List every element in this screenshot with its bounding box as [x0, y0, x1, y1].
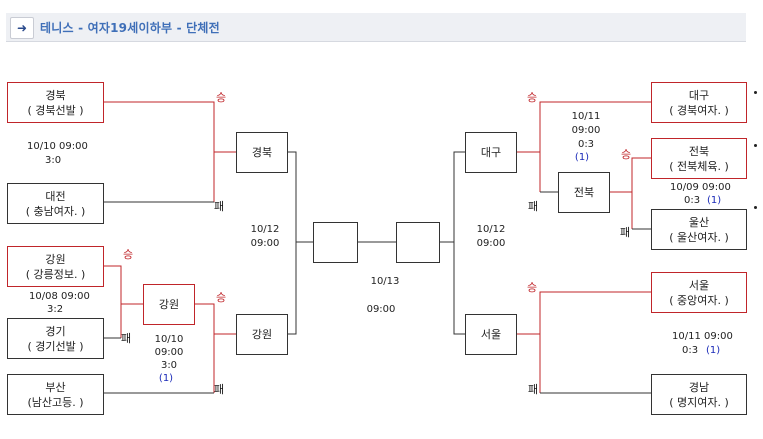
- match-score: 0:3: [577, 139, 595, 150]
- round-team-name: 서울: [480, 328, 502, 341]
- round-box-jeonbuk[interactable]: 전북: [558, 172, 610, 213]
- team-box-seoul[interactable]: 서울 ( 중앙여자. ): [651, 272, 747, 313]
- team-school: ( 충남여자. ): [25, 204, 86, 218]
- semi-box-right-top[interactable]: 대구: [465, 132, 517, 173]
- team-box-gangwon[interactable]: 강원 ( 강릉정보. ): [7, 246, 104, 287]
- team-name: 경남: [688, 380, 710, 394]
- lose-marker: 패: [620, 226, 631, 239]
- match-date: 10/12: [476, 224, 506, 235]
- match-score: 3:0: [160, 360, 178, 371]
- team-school: ( 중앙여자. ): [669, 293, 729, 307]
- round-team-name: 대구: [480, 146, 502, 159]
- match-score: 3:0: [45, 155, 62, 166]
- match-date: 10/13: [370, 276, 400, 287]
- team-box-gyeonggi[interactable]: 경기 ( 경기선발 ): [7, 318, 104, 359]
- bullet-dot-icon: [754, 206, 757, 209]
- team-school: ( 경기선발 ): [27, 339, 84, 353]
- team-name: 울산: [688, 215, 710, 229]
- lose-marker: 패: [121, 332, 132, 345]
- lose-marker: 패: [528, 200, 539, 213]
- match-date: 10/09 09:00: [670, 182, 731, 193]
- round-team-name: 경북: [251, 146, 273, 159]
- semi-box-right-bottom[interactable]: 서울: [465, 314, 517, 355]
- match-count: (1): [706, 345, 721, 356]
- win-marker: 승: [123, 248, 134, 261]
- match-time: 09:00: [154, 347, 184, 358]
- team-box-gyeongbuk[interactable]: 경북 ( 경북선발 ): [7, 82, 104, 123]
- team-school: ( 전북체육. ): [669, 159, 729, 173]
- match-time: 09:00: [571, 125, 601, 136]
- team-name: 대전: [45, 189, 66, 203]
- team-box-daegu[interactable]: 대구 ( 경북여자. ): [651, 82, 747, 123]
- semi-box-left-top[interactable]: 경북: [236, 132, 288, 173]
- match-count: (1): [574, 152, 590, 163]
- match-date: 10/11 09:00: [672, 331, 733, 342]
- team-school: ( 강릉정보. ): [25, 267, 86, 281]
- team-school: ( 명지여자. ): [669, 395, 729, 409]
- match-time: 09:00: [366, 304, 396, 315]
- team-box-daejeon[interactable]: 대전 ( 충남여자. ): [7, 183, 104, 224]
- page-title: 테니스 - 여자19세이하부 - 단체전: [40, 21, 220, 35]
- round-team-name: 강원: [251, 328, 273, 341]
- team-school: (남산고등. ): [27, 395, 84, 409]
- arrow-right-icon: ➜: [10, 17, 34, 39]
- match-score: 0:3: [682, 345, 699, 356]
- team-box-busan[interactable]: 부산 (남산고등. ): [7, 374, 104, 415]
- win-marker: 승: [527, 91, 538, 104]
- final-box-left[interactable]: [313, 222, 358, 263]
- match-count: (1): [707, 195, 722, 206]
- team-name: 부산: [45, 380, 66, 394]
- lose-marker: 패: [214, 383, 225, 396]
- team-name: 경북: [45, 88, 66, 102]
- team-name: 대구: [688, 88, 710, 102]
- lose-marker: 패: [528, 383, 539, 396]
- semi-box-left-bottom[interactable]: 강원: [236, 314, 288, 355]
- win-marker: 승: [527, 281, 538, 294]
- team-school: ( 울산여자. ): [669, 230, 729, 244]
- win-marker: 승: [216, 291, 227, 304]
- match-score: 3:2: [47, 304, 64, 315]
- match-date: 10/08 09:00: [29, 291, 90, 302]
- bullet-dot-icon: [754, 144, 757, 147]
- match-time: 09:00: [476, 238, 506, 249]
- team-name: 강원: [45, 252, 66, 266]
- match-date: 10/11: [571, 111, 601, 122]
- bullet-dot-icon: [754, 91, 757, 94]
- round-team-name: 전북: [573, 186, 595, 199]
- team-name: 경기: [45, 324, 66, 338]
- round-team-name: 강원: [158, 298, 180, 311]
- team-name: 전북: [688, 144, 710, 158]
- match-time: 09:00: [250, 238, 280, 249]
- match-date: 10/12: [250, 224, 280, 235]
- win-marker: 승: [621, 148, 632, 161]
- lose-marker: 패: [214, 200, 225, 213]
- team-school: ( 경북선발 ): [27, 103, 84, 117]
- win-marker: 승: [216, 91, 227, 104]
- match-count: (1): [158, 373, 174, 384]
- match-score: 0:3: [684, 195, 701, 206]
- team-box-ulsan[interactable]: 울산 ( 울산여자. ): [651, 209, 747, 250]
- round-box-gangwon[interactable]: 강원: [143, 284, 195, 325]
- match-date: 10/10 09:00: [27, 141, 88, 152]
- match-date: 10/10: [154, 334, 184, 345]
- team-box-jeonbuk[interactable]: 전북 ( 전북체육. ): [651, 138, 747, 179]
- team-box-gyeongnam[interactable]: 경남 ( 명지여자. ): [651, 374, 747, 415]
- team-name: 서울: [688, 278, 710, 292]
- team-school: ( 경북여자. ): [669, 103, 729, 117]
- page-header: ➜ 테니스 - 여자19세이하부 - 단체전: [6, 13, 746, 42]
- final-box-right[interactable]: [396, 222, 440, 263]
